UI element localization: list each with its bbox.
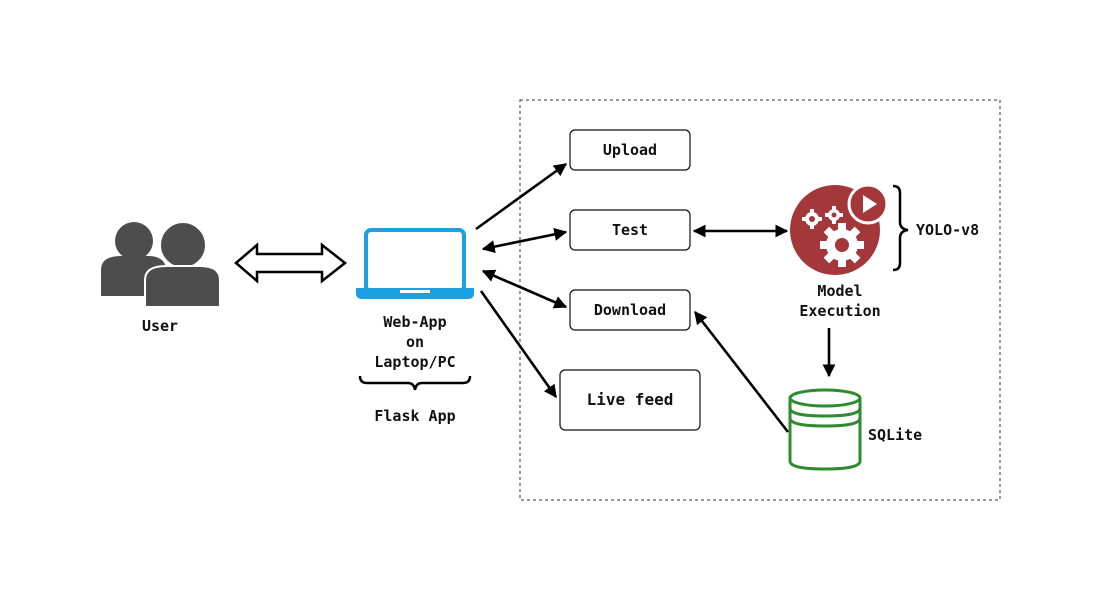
sqlite-label: SQLite bbox=[868, 426, 922, 444]
model-gears-icon bbox=[790, 183, 889, 275]
arrow-to-live-feed bbox=[479, 290, 558, 399]
database-icon bbox=[788, 388, 862, 471]
download-label: Download bbox=[594, 301, 666, 319]
download-box[interactable]: Download bbox=[569, 289, 691, 331]
webapp-label-line3: Laptop/PC bbox=[374, 353, 455, 371]
live-feed-box[interactable]: Live feed bbox=[559, 369, 701, 431]
user-webapp-double-arrow bbox=[234, 242, 348, 284]
test-box[interactable]: Test bbox=[569, 209, 691, 251]
yolo-brace bbox=[892, 184, 909, 272]
model-label-line2: Execution bbox=[799, 302, 880, 320]
flask-brace bbox=[358, 375, 472, 391]
webapp-label-line1: Web-App bbox=[383, 313, 446, 331]
model-label-line1: Model bbox=[817, 282, 862, 300]
users-icon bbox=[101, 221, 221, 308]
arrow-database-download bbox=[693, 310, 790, 433]
arrow-to-upload bbox=[475, 162, 568, 231]
arrow-webapp-test bbox=[481, 227, 568, 254]
arrow-webapp-download bbox=[481, 269, 568, 309]
test-label: Test bbox=[612, 221, 648, 239]
user-label: User bbox=[142, 317, 178, 335]
laptop-icon bbox=[356, 228, 474, 299]
yolo-label: YOLO-v8 bbox=[916, 221, 979, 239]
live-feed-label: Live feed bbox=[587, 390, 674, 409]
flask-app-label: Flask App bbox=[374, 407, 455, 425]
upload-box[interactable]: Upload bbox=[569, 129, 691, 171]
webapp-label-line2: on bbox=[406, 333, 424, 351]
upload-label: Upload bbox=[603, 141, 657, 159]
